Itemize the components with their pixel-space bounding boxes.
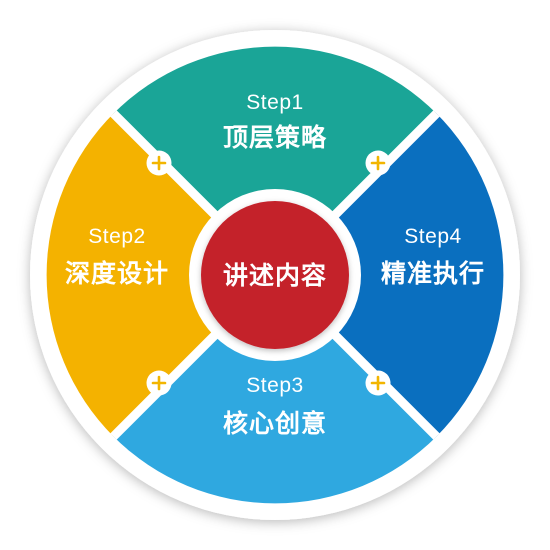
segment-right <box>275 113 504 437</box>
title-bottom: 核心创意 <box>223 409 327 438</box>
center-circle <box>201 201 349 349</box>
plus-icon <box>146 370 172 396</box>
title-right: 精准执行 <box>381 259 485 288</box>
title-top: 顶层策略 <box>223 123 327 152</box>
plus-icon <box>365 370 391 396</box>
center-label: 讲述内容 <box>223 261 327 290</box>
step-label-right: Step4 <box>404 225 461 248</box>
segment-bottom <box>113 275 437 504</box>
segment-left <box>46 113 275 437</box>
plus-icon <box>146 150 172 176</box>
segment-top <box>113 46 437 275</box>
plus-icon <box>365 150 391 176</box>
title-left: 深度设计 <box>65 259 169 288</box>
step-label-left: Step2 <box>88 225 145 248</box>
step-label-bottom: Step3 <box>246 374 303 397</box>
step-label-top: Step1 <box>246 91 303 114</box>
